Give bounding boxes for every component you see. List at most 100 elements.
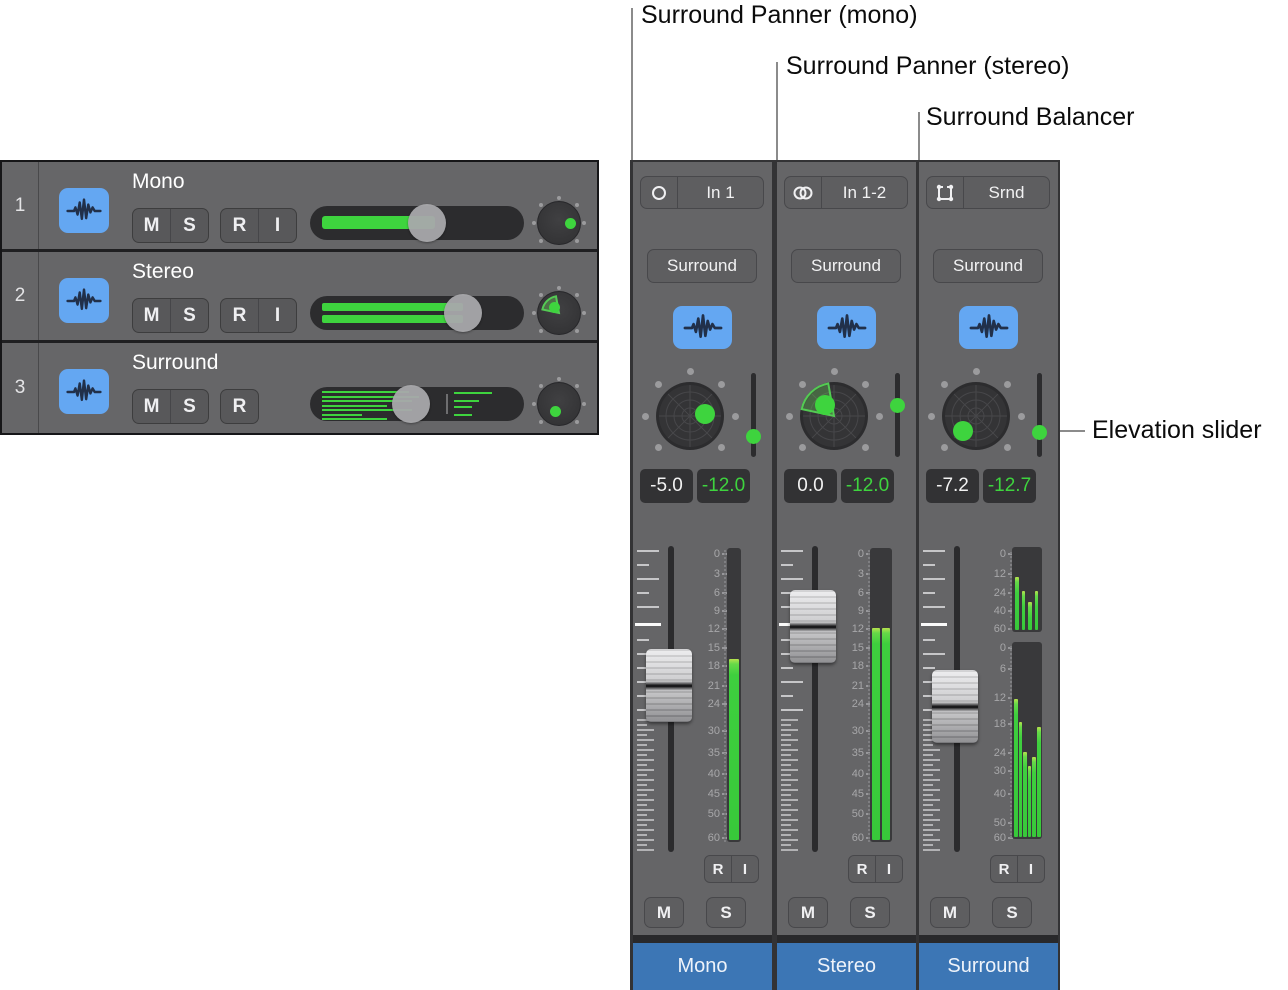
mute-button[interactable]: M — [644, 897, 684, 928]
input-button[interactable]: In 1 — [640, 176, 764, 209]
surround-level-line — [322, 405, 387, 407]
mono-circle-icon[interactable] — [641, 177, 678, 208]
pan-knob[interactable] — [532, 196, 586, 249]
pan-value-display[interactable]: -7.2 — [926, 469, 979, 503]
output-button[interactable]: Surround — [791, 249, 901, 283]
input-monitor-button[interactable]: I — [731, 856, 758, 882]
fader-ruler-tick — [923, 653, 945, 655]
volume-slider-fill-right — [322, 315, 463, 323]
waveform-icon[interactable] — [817, 306, 876, 349]
elevation-slider-track[interactable] — [751, 373, 756, 457]
record-button[interactable]: R — [712, 860, 724, 878]
elevation-value-display[interactable]: -12.0 — [841, 469, 894, 503]
waveform-icon[interactable] — [959, 306, 1018, 349]
track-row-stereo[interactable]: 2 Stereo M S R I — [2, 252, 597, 340]
record-button[interactable]: R — [232, 304, 247, 326]
speaker-dot — [532, 402, 536, 406]
db-scale-label: 30 — [707, 725, 720, 737]
volume-slider-handle[interactable] — [408, 204, 446, 242]
mute-button[interactable]: M — [143, 214, 160, 236]
fader-ruler-tick — [637, 794, 647, 796]
fader-ruler-tick — [637, 774, 647, 776]
output-button[interactable]: Surround — [647, 249, 757, 283]
volume-slider[interactable] — [310, 204, 524, 242]
fader-ruler-tick — [923, 769, 940, 771]
volume-fader-handle[interactable] — [932, 670, 978, 743]
output-button[interactable]: Surround — [933, 249, 1043, 283]
solo-button[interactable]: S — [170, 390, 208, 423]
track-row-surround[interactable]: 3 Surround M S R — [2, 343, 597, 433]
surround-panner-stereo[interactable] — [778, 360, 890, 472]
elevation-value-display[interactable]: -12.0 — [697, 469, 750, 503]
input-button[interactable]: Srnd — [926, 176, 1050, 209]
fader-ruler-tick — [637, 839, 654, 841]
channel-name[interactable]: Mono — [633, 943, 772, 990]
surround-panner-mono[interactable] — [634, 360, 746, 472]
pan-value-display[interactable]: 0.0 — [784, 469, 837, 503]
channel-name[interactable]: Stereo — [777, 943, 916, 990]
input-monitor-button[interactable]: I — [258, 209, 296, 242]
speaker-dot — [532, 311, 536, 315]
input-label[interactable]: In 1 — [706, 182, 735, 202]
solo-button[interactable]: S — [850, 897, 890, 928]
track-row-mono[interactable]: 1 Mono M S R I — [2, 162, 597, 249]
solo-button[interactable]: S — [992, 897, 1032, 928]
surround-balancer[interactable] — [920, 360, 1032, 472]
record-input-group: R I — [990, 855, 1045, 883]
level-meter-bar — [1028, 602, 1032, 630]
level-meter-fill — [729, 659, 739, 840]
db-scale-label: 24 — [993, 747, 1006, 759]
elevation-slider-handle[interactable] — [746, 429, 761, 444]
db-minor-ticks — [1010, 646, 1012, 838]
surround-square-icon[interactable] — [927, 177, 964, 208]
fader-track[interactable] — [812, 546, 818, 852]
db-scale-label: 21 — [851, 680, 864, 692]
level-meter-bar — [1021, 591, 1025, 630]
input-monitor-button[interactable]: I — [1017, 856, 1044, 882]
pan-knob[interactable] — [532, 377, 586, 430]
solo-button[interactable]: S — [706, 897, 746, 928]
fader-ruler-tick — [637, 779, 654, 781]
solo-button[interactable]: S — [170, 209, 208, 242]
fader-ruler-tick — [637, 814, 647, 816]
level-meter-bar — [1034, 591, 1038, 630]
record-button[interactable]: R — [232, 395, 247, 417]
elevation-slider-track[interactable] — [1037, 373, 1042, 457]
channel-name[interactable]: Surround — [919, 943, 1058, 990]
record-button[interactable]: R — [232, 214, 247, 236]
record-button[interactable]: R — [856, 860, 868, 878]
input-label[interactable]: Srnd — [988, 182, 1025, 202]
mute-button[interactable]: M — [143, 304, 160, 326]
mute-button[interactable]: M — [143, 395, 160, 417]
speaker-dot — [582, 402, 586, 406]
elevation-slider-handle[interactable] — [1032, 425, 1047, 440]
volume-fader-handle[interactable] — [646, 649, 692, 722]
db-scale-label: 18 — [993, 718, 1006, 730]
input-button[interactable]: In 1-2 — [784, 176, 908, 209]
mute-button[interactable]: M — [788, 897, 828, 928]
pan-value-display[interactable]: -5.0 — [640, 469, 693, 503]
volume-slider-handle[interactable] — [444, 294, 482, 332]
record-button[interactable]: R — [998, 860, 1010, 878]
volume-slider-handle[interactable] — [392, 385, 430, 423]
volume-fader-handle[interactable] — [790, 590, 836, 663]
input-monitor-button[interactable]: I — [875, 856, 902, 882]
mute-button[interactable]: M — [930, 897, 970, 928]
input-monitor-button[interactable]: I — [258, 299, 296, 332]
pan-position-dot[interactable] — [695, 404, 715, 424]
speaker-dot — [539, 419, 544, 424]
pan-position-dot[interactable] — [815, 395, 835, 415]
surround-volume-slider[interactable] — [310, 385, 524, 423]
solo-button[interactable]: S — [170, 299, 208, 332]
elevation-slider-handle[interactable] — [890, 398, 905, 413]
db-scale-label: 50 — [851, 808, 864, 820]
volume-slider[interactable] — [310, 294, 524, 332]
input-label[interactable]: In 1-2 — [842, 182, 887, 202]
pan-knob[interactable] — [532, 286, 586, 339]
pan-position-dot[interactable] — [953, 421, 973, 441]
elevation-value-display[interactable]: -12.7 — [983, 469, 1036, 503]
stereo-circles-icon[interactable] — [785, 177, 822, 208]
fader-ruler-tick — [781, 829, 798, 831]
waveform-icon[interactable] — [673, 306, 732, 349]
elevation-slider-track[interactable] — [895, 373, 900, 457]
